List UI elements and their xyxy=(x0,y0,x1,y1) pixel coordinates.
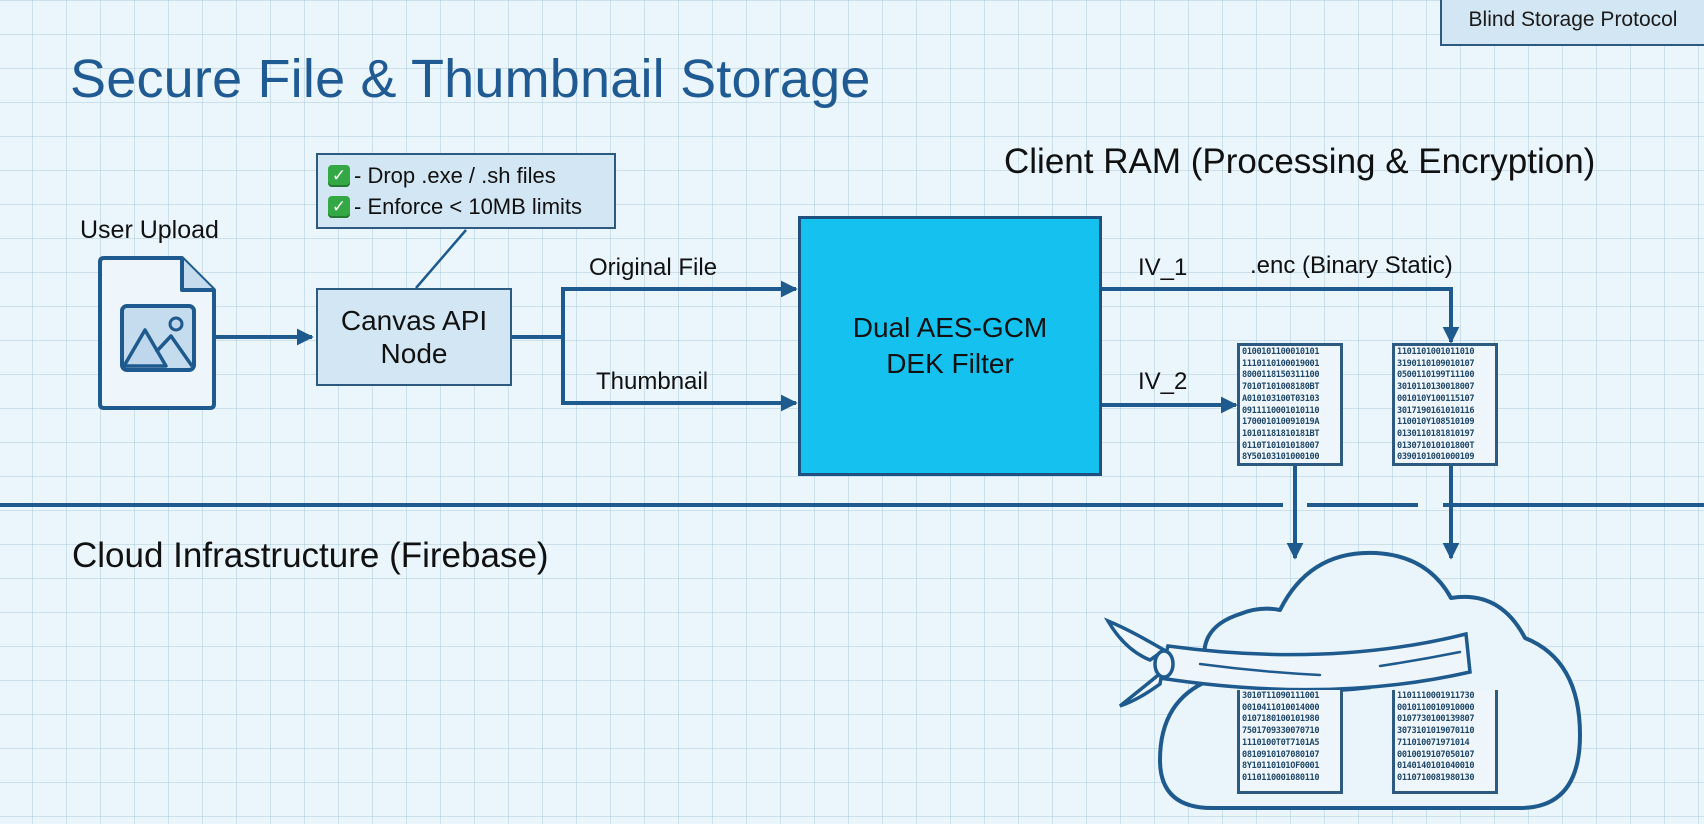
canvas-api-node: Canvas API Node xyxy=(316,288,512,386)
dek-filter-line2: DEK Filter xyxy=(886,348,1014,379)
rule-text: - Drop .exe / .sh files xyxy=(354,163,556,188)
user-upload-label: User Upload xyxy=(80,216,219,244)
rules-connector xyxy=(415,229,467,289)
client-zone-label: Client RAM (Processing & Encryption) xyxy=(1004,142,1596,181)
page-title: Secure File & Thumbnail Storage xyxy=(70,49,871,109)
rule-text: - Enforce < 10MB limits xyxy=(354,194,583,219)
canvas-node-line2: Node xyxy=(380,338,448,369)
edge-label-enc-output: .enc (Binary Static) xyxy=(1250,252,1453,279)
binary-block-cloud-left: 3010T11090111001 0010411010014000 010718… xyxy=(1237,690,1343,794)
validation-rule: ✓ - Drop .exe / .sh files xyxy=(328,160,614,191)
edge-label-thumbnail: Thumbnail xyxy=(596,368,709,395)
image-file-icon xyxy=(98,256,216,410)
validation-rules-box: ✓ - Drop .exe / .sh files ✓ - Enforce < … xyxy=(316,153,616,229)
check-icon: ✓ xyxy=(328,195,350,218)
binary-block-client-left: 0100101100010101 1110110100019001 800011… xyxy=(1237,343,1343,466)
edge-label-iv1: IV_1 xyxy=(1138,254,1188,281)
edge-label-iv2: IV_2 xyxy=(1138,368,1188,395)
validation-rule: ✓ - Enforce < 10MB limits xyxy=(328,191,614,222)
check-icon: ✓ xyxy=(328,164,350,187)
dek-filter-line1: Dual AES-GCM xyxy=(852,312,1048,343)
cloud-zone-label: Cloud Infrastructure (Firebase) xyxy=(72,536,549,575)
blindfold-band xyxy=(1103,617,1472,708)
edge-iv1 xyxy=(1102,287,1460,344)
binary-block-cloud-right: 1101110001911730 0010110010910000 010773… xyxy=(1392,690,1498,794)
binary-block-client-right: 1101101001011010 3190110109010107 050011… xyxy=(1392,343,1498,466)
dek-filter-node: Dual AES-GCM DEK Filter xyxy=(798,216,1102,476)
edge-canvas-split xyxy=(512,280,798,412)
canvas-node-line1: Canvas API xyxy=(340,305,488,336)
protocol-badge: Blind Storage Protocol xyxy=(1440,0,1704,46)
edge-label-original-file: Original File xyxy=(589,254,718,281)
